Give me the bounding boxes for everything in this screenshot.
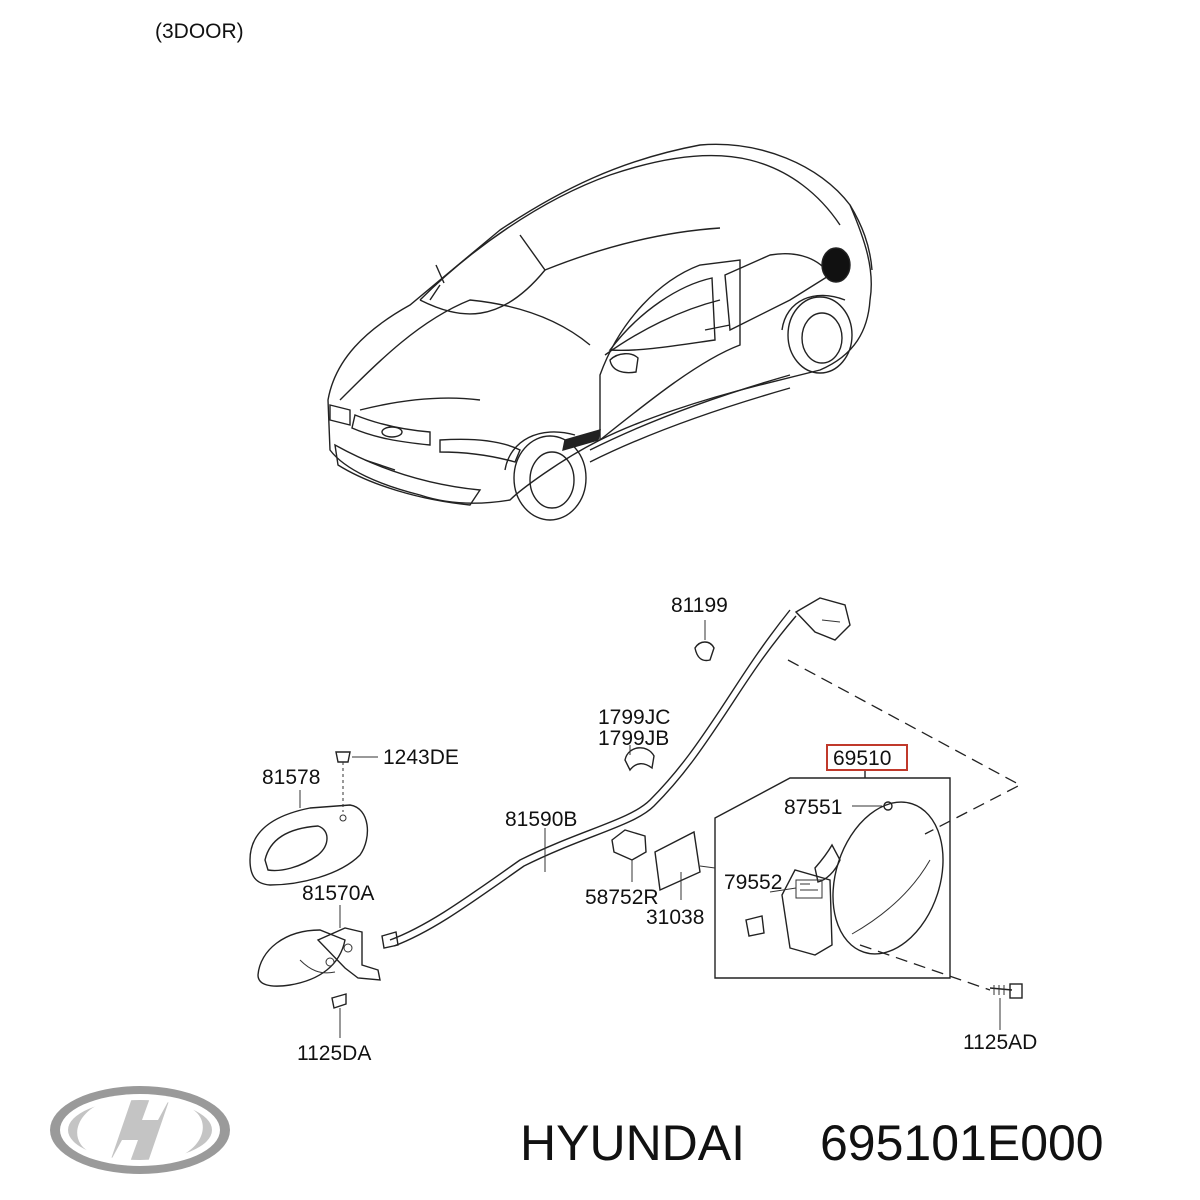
screw-1125DA xyxy=(331,993,347,1009)
part-label-1243DE: 1243DE xyxy=(383,746,459,769)
part-label-58752R: 58752R xyxy=(585,886,659,909)
fuel-filler-door-assembly xyxy=(714,770,951,979)
opener-handle-bezel xyxy=(249,804,369,886)
brand-name: HYUNDAI xyxy=(520,1115,745,1171)
hyundai-logo xyxy=(50,1086,230,1174)
variant-label: (3DOOR) xyxy=(155,20,244,43)
screw-1243DE xyxy=(335,751,351,763)
part-label-81590B: 81590B xyxy=(505,808,577,831)
part-label-1125DA: 1125DA xyxy=(297,1042,371,1065)
spring-clip xyxy=(745,915,765,937)
opener-lever-assembly xyxy=(257,927,381,987)
cable-clamp-1799 xyxy=(624,747,655,772)
fuel-door-hinge-housing xyxy=(781,869,833,956)
part-label-87551: 87551 xyxy=(784,796,842,819)
grommet-58752R xyxy=(611,829,647,861)
cable-clip-81199 xyxy=(694,641,715,662)
part-number: 695101E000 xyxy=(820,1115,1104,1171)
part-label-81578: 81578 xyxy=(262,766,320,789)
part-highlight-box xyxy=(826,744,908,771)
part-label-79552: 79552 xyxy=(724,871,782,894)
car-illustration xyxy=(327,143,873,521)
part-label-81199: 81199 xyxy=(671,594,728,617)
part-label-1799JC: 1799JC xyxy=(598,706,670,729)
fuel-door-release-cable xyxy=(381,597,851,949)
part-label-31038: 31038 xyxy=(646,906,704,929)
caution-label-31038 xyxy=(654,830,701,892)
part-label-69510: 69510 xyxy=(833,747,891,770)
part-label-1799JB: 1799JB xyxy=(598,727,669,750)
rubber-bumper xyxy=(883,801,893,811)
part-label-81570A: 81570A xyxy=(302,882,374,905)
part-label-1125AD: 1125AD xyxy=(963,1031,1037,1054)
screw-1125AD xyxy=(989,983,1023,999)
